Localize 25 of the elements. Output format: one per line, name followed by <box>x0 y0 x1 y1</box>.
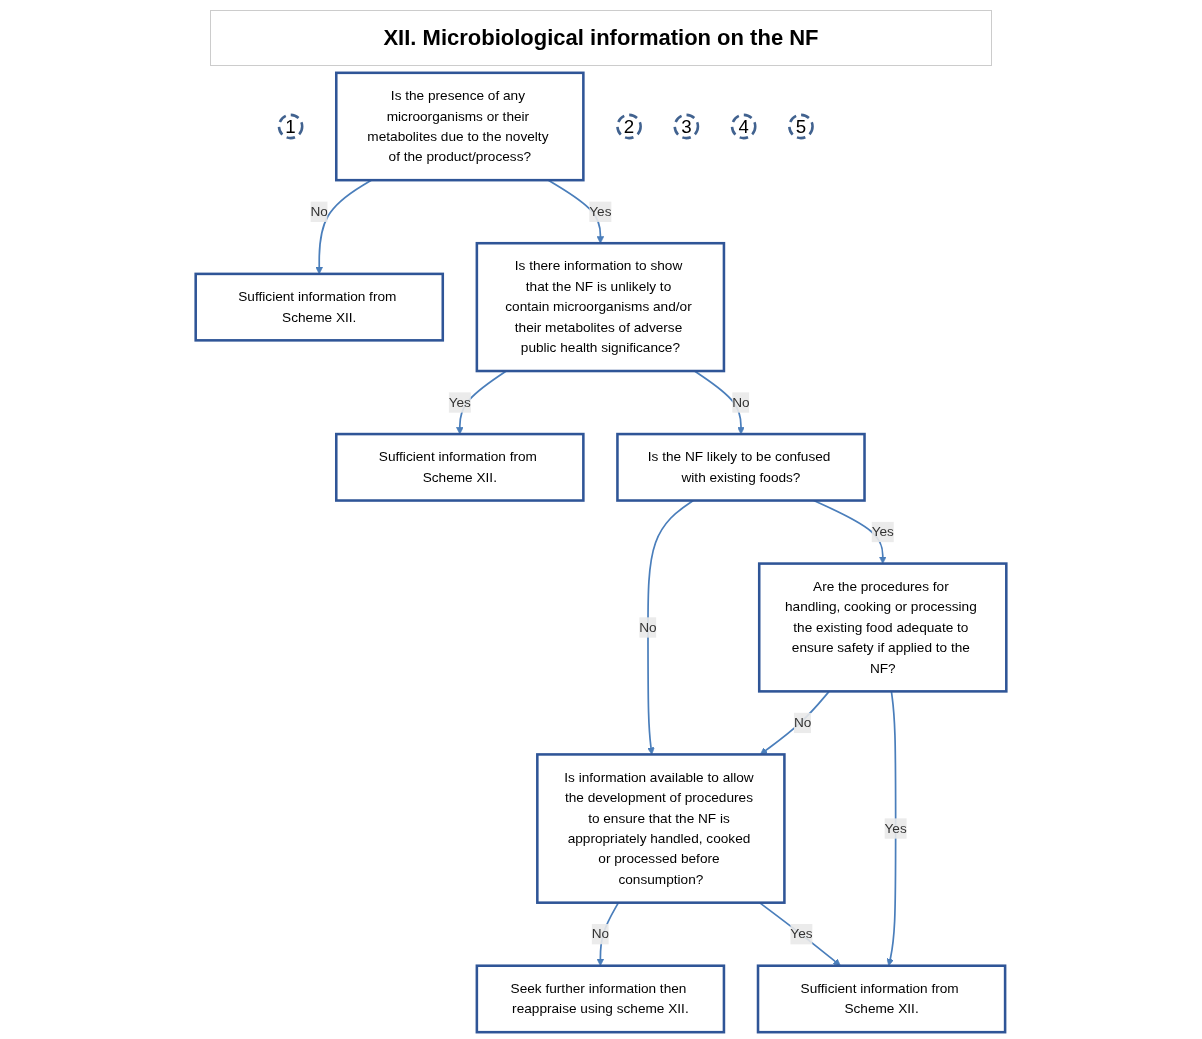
edge-label: Yes <box>589 204 612 219</box>
edge-label: No <box>639 619 657 635</box>
edge-label: Yes <box>790 926 813 942</box>
edge-label: Yes <box>448 394 471 410</box>
node-box: Is information available to allow the development of procedures to ensure that the NF is appropriately handled, cooked or processed before consumption? <box>536 753 786 904</box>
edge-label: Yes <box>871 524 894 539</box>
node-box: Sufficient information from Scheme XII. <box>194 272 445 342</box>
node-box: Is there information to show that the NF is unlikely to contain microorganisms and/or their metabolites of adverse public health significance? <box>475 241 726 373</box>
node-circle: 3 <box>673 113 700 140</box>
title: XII. Microbiological information on the NF <box>210 10 992 66</box>
node-box: Are the procedures for handling, cooking or processing the existing food adequate to ensure safety if applied to the NF? <box>757 562 1008 693</box>
edge-label: No <box>793 715 812 730</box>
node-box: Is the presence of any microorganisms or their metabolites due to the novelty of the product/process? <box>335 71 585 182</box>
edge-label: No <box>310 204 328 219</box>
edge-label: No <box>591 926 610 942</box>
edge-label: Yes <box>884 820 907 836</box>
node-circle: 1 <box>277 113 304 140</box>
node-box: Is the NF likely to be confused with existing foods? <box>616 432 866 502</box>
edge-label: No <box>732 394 750 410</box>
node-box: Sufficient information from Scheme XII. <box>335 432 585 502</box>
node-circle: 5 <box>788 113 814 140</box>
node-circle: 2 <box>616 113 642 140</box>
node-circle: 4 <box>730 113 757 140</box>
node-box: Sufficient information from Scheme XII. <box>756 964 1007 1034</box>
node-box: Seek further information then reappraise using scheme XII. <box>475 964 726 1034</box>
